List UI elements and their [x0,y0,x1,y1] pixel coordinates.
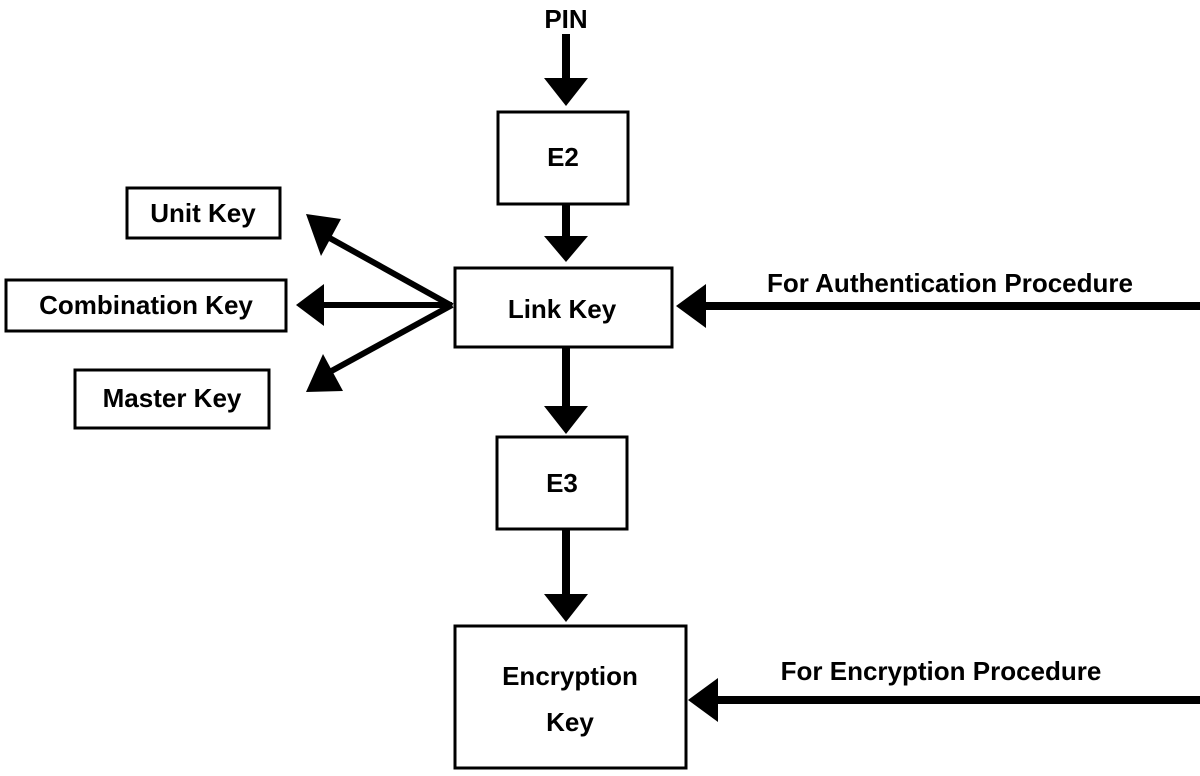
link-key-node: Link Key [453,266,674,349]
e3-node: E3 [495,435,629,531]
combination-key-label: Combination Key [39,290,253,320]
combination-key-node: Combination Key [4,278,288,333]
e2-label: E2 [547,142,579,172]
encryption-key-node: Encryption Key [453,624,688,770]
encryption-procedure-arrow [688,678,1200,722]
unit-key-node: Unit Key [125,186,282,240]
encryption-procedure-label: For Encryption Procedure [781,656,1102,686]
link-key-to-unit-key-arrow [306,214,454,309]
link-key-to-master-key-arrow [306,302,454,392]
encryption-key-label-line1: Encryption [502,661,638,691]
master-key-node: Master Key [73,368,271,430]
link-key-label: Link Key [508,294,617,324]
pin-label: PIN [544,4,587,34]
e2-node: E2 [496,110,630,206]
authentication-procedure-label: For Authentication Procedure [767,268,1133,298]
encryption-key-label-line2: Key [546,707,594,737]
link-key-to-combination-key-arrow [296,284,452,326]
authentication-procedure-arrow [676,284,1200,328]
unit-key-label: Unit Key [150,198,256,228]
e3-label: E3 [546,468,578,498]
e3-to-encryption-key-arrow [544,529,588,622]
e2-to-link-key-arrow [544,204,588,262]
link-key-to-e3-arrow [544,347,588,434]
master-key-label: Master Key [103,383,242,413]
pin-to-e2-arrow [544,34,588,106]
